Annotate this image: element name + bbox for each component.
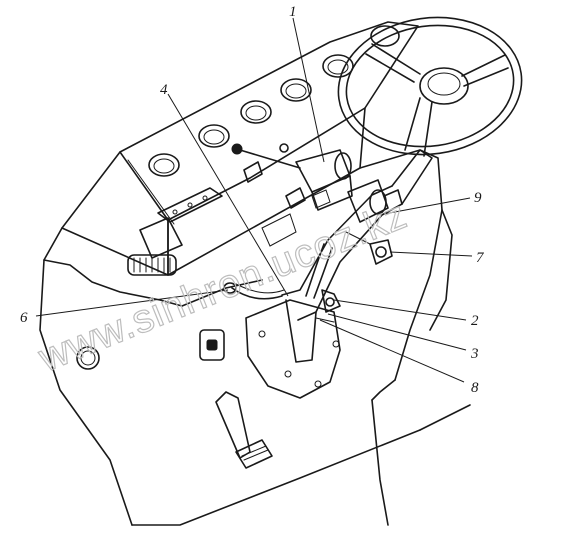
callout-7: 7 <box>476 250 485 266</box>
leader-1 <box>292 17 325 163</box>
instrument-panel <box>61 21 419 276</box>
callout-3: 3 <box>470 346 479 362</box>
brake-pedal <box>215 391 273 469</box>
leader-8 <box>319 319 465 383</box>
callout-2: 2 <box>471 313 479 329</box>
leader-lines <box>35 17 473 383</box>
callout-9: 9 <box>474 190 482 206</box>
switch-assembly-1 <box>231 143 353 211</box>
leader-3 <box>327 313 467 351</box>
callout-labels: 1 4 6 9 7 2 3 8 <box>20 4 485 396</box>
leader-2 <box>333 299 467 321</box>
steering-column <box>281 149 433 363</box>
callout-8: 8 <box>471 380 479 396</box>
switch-assembly-9 <box>347 179 403 223</box>
wiring-harness <box>223 243 341 323</box>
leader-6 <box>35 289 229 317</box>
callout-1: 1 <box>289 4 297 20</box>
leader-4 <box>167 93 289 297</box>
column-mount-plate <box>245 299 341 399</box>
watermark-text: www.sinhron.ucoz.kz <box>32 193 413 381</box>
leader-7 <box>389 251 473 257</box>
bracket-7 <box>345 231 393 265</box>
callout-4: 4 <box>160 82 168 98</box>
steering-wheel <box>337 16 523 157</box>
leader-9 <box>383 197 471 215</box>
callout-6: 6 <box>20 310 28 326</box>
